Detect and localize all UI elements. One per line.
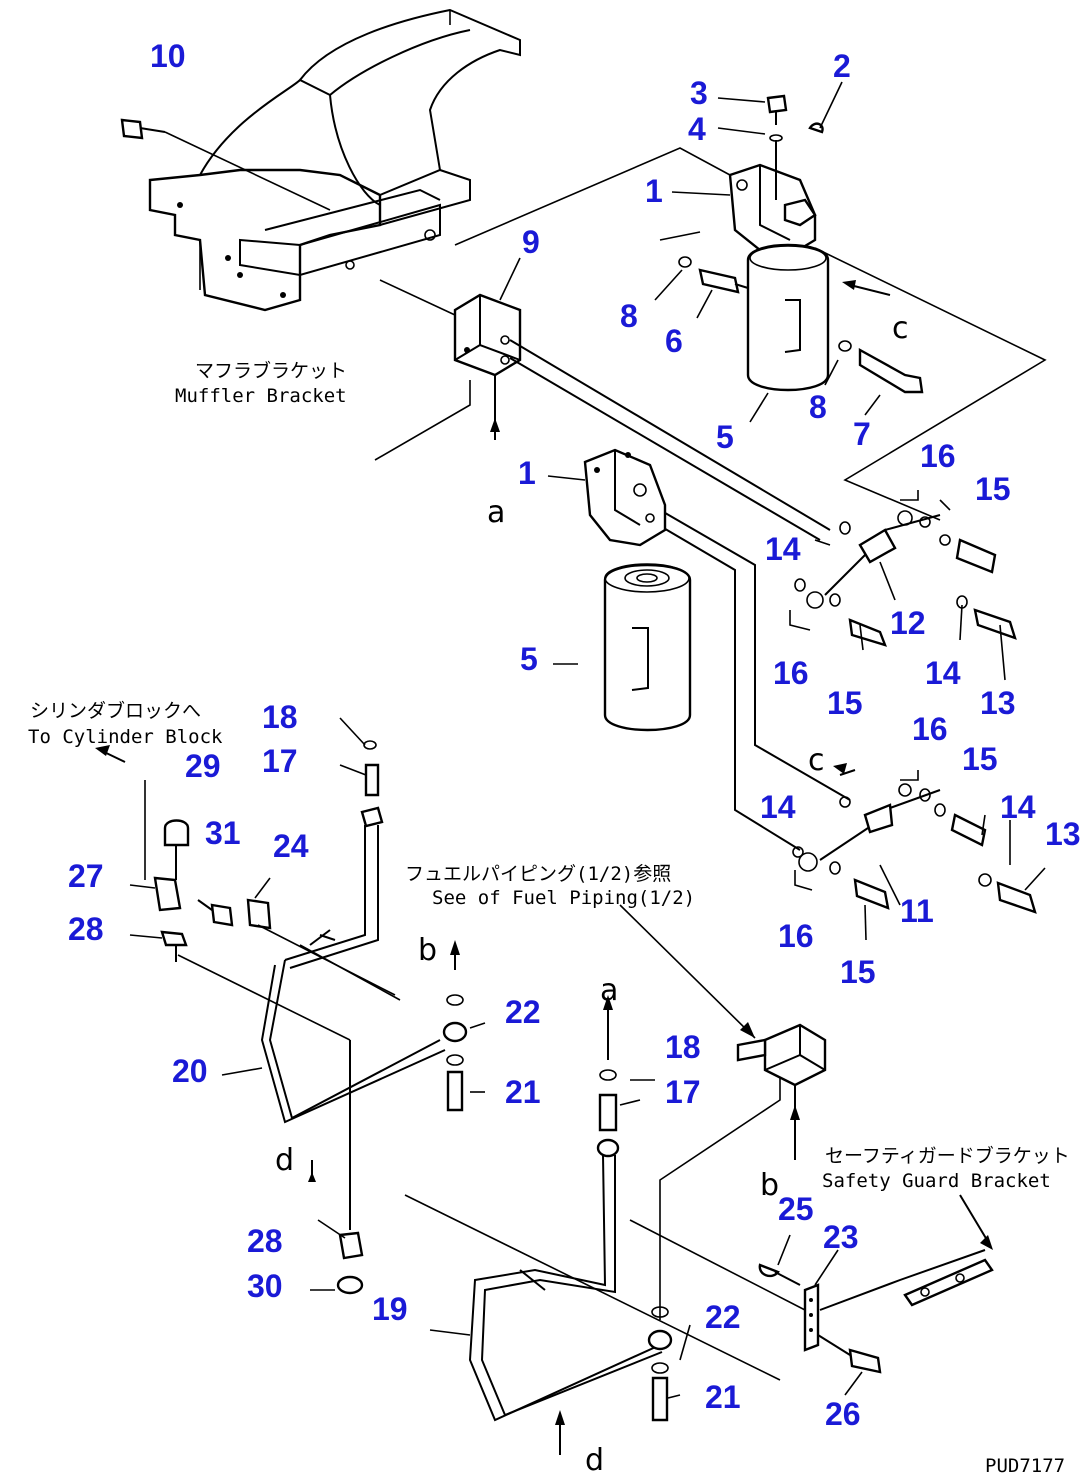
fitting-11-drawing: [792, 763, 1046, 941]
page-code: PUD7177: [985, 1455, 1065, 1477]
callout-9: 9: [522, 224, 540, 260]
fitting-12-drawing: [789, 490, 1017, 681]
bracket-9-drawing: [374, 279, 522, 461]
callout-16: 16: [778, 918, 814, 954]
ref-letter-d: d: [585, 1443, 604, 1477]
muffler-bracket-label-en: Muffler Bracket: [175, 385, 347, 407]
callout-10: 10: [150, 38, 186, 74]
pipe-19-drawing: [404, 995, 806, 1455]
callout-5: 5: [520, 641, 538, 677]
callout-17: 17: [665, 1074, 701, 1110]
callout-14: 14: [1000, 789, 1036, 825]
muffler-bracket-label-jp: マフラブラケット: [195, 359, 347, 382]
callout-3: 3: [690, 75, 708, 111]
callout-26: 26: [825, 1396, 861, 1432]
callout-8: 8: [620, 298, 638, 334]
callout-27: 27: [68, 858, 104, 894]
callout-13: 13: [1045, 816, 1081, 852]
callout-13: 13: [980, 685, 1016, 721]
pipe-20-drawing: [177, 717, 486, 1295]
callout-21: 21: [505, 1074, 541, 1110]
callout-7: 7: [853, 416, 871, 452]
callout-18: 18: [665, 1029, 701, 1065]
muffler-bracket-drawing: [120, 8, 521, 312]
safety-guard-label-jp: セーフティガードブラケット: [825, 1144, 1070, 1167]
callout-1: 1: [518, 455, 536, 491]
callout-18: 18: [262, 699, 298, 735]
callout-15: 15: [975, 471, 1011, 507]
callout-2: 2: [833, 48, 851, 84]
callout-15: 15: [827, 685, 863, 721]
filter-element-5-lower-drawing: [553, 563, 692, 732]
ref-letter-a: a: [487, 495, 505, 530]
callout-5: 5: [716, 419, 734, 455]
fuel-piping-label-jp: フュエルパイピング(1/2)参照: [405, 863, 671, 885]
fuel-bracket-drawing: [619, 904, 827, 1160]
safety-guard-bracket-drawing: [758, 1194, 994, 1396]
callout-1: 1: [645, 173, 663, 209]
callout-16: 16: [912, 711, 948, 747]
ref-letter-c: c: [892, 311, 909, 346]
reference-letters: a a b b c c d d: [275, 311, 909, 1477]
ref-letter-b: b: [760, 1168, 779, 1203]
callout-14: 14: [765, 531, 801, 567]
callout-12: 12: [890, 605, 926, 641]
callout-11: 11: [900, 893, 934, 929]
callout-20: 20: [172, 1053, 208, 1089]
callout-15: 15: [962, 741, 998, 777]
callout-23: 23: [823, 1219, 859, 1255]
callout-6: 6: [665, 323, 683, 359]
callout-24: 24: [273, 828, 309, 864]
callout-28: 28: [247, 1223, 283, 1259]
callout-4: 4: [688, 111, 706, 147]
fuel-piping-label-en: See of Fuel Piping(1/2): [432, 887, 695, 909]
callout-8: 8: [809, 389, 827, 425]
callout-31: 31: [205, 815, 241, 851]
leader-lines: [499, 81, 881, 423]
ref-letter-a: a: [600, 973, 618, 1008]
ref-letter-b: b: [418, 933, 437, 968]
ref-letter-d: d: [275, 1143, 294, 1178]
cylinder-block-label-jp: シリンダブロックへ: [30, 699, 201, 722]
callout-16: 16: [920, 438, 956, 474]
filter-head-middle-drawing: [547, 448, 667, 547]
callout-22: 22: [705, 1299, 741, 1335]
callout-16: 16: [773, 655, 809, 691]
callout-14: 14: [760, 789, 796, 825]
callout-29: 29: [185, 748, 221, 784]
callout-22: 22: [505, 994, 541, 1030]
filter-assembly-top-drawing: [454, 94, 1047, 521]
callout-25: 25: [778, 1191, 814, 1227]
callout-28: 28: [68, 911, 104, 947]
callout-19: 19: [372, 1291, 408, 1327]
clamp-parts-drawing: [95, 745, 396, 996]
cylinder-block-label-en: To Cylinder Block: [28, 726, 223, 748]
callout-15: 15: [840, 954, 876, 990]
callout-14: 14: [925, 655, 961, 691]
fuel-pipes-drawing: [509, 339, 851, 851]
callout-17: 17: [262, 743, 298, 779]
callout-30: 30: [247, 1268, 283, 1304]
text-labels: マフラブラケット Muffler Bracket シリンダブロックへ To Cy…: [28, 359, 1070, 1477]
callout-21: 21: [705, 1379, 741, 1415]
safety-guard-label-en: Safety Guard Bracket: [822, 1170, 1051, 1192]
ref-letter-c: c: [808, 743, 825, 778]
callout-numbers: 10 2 3 4 1 9 8 6 8 7 5 1 16 15 14 12 5 1…: [68, 38, 1081, 1432]
